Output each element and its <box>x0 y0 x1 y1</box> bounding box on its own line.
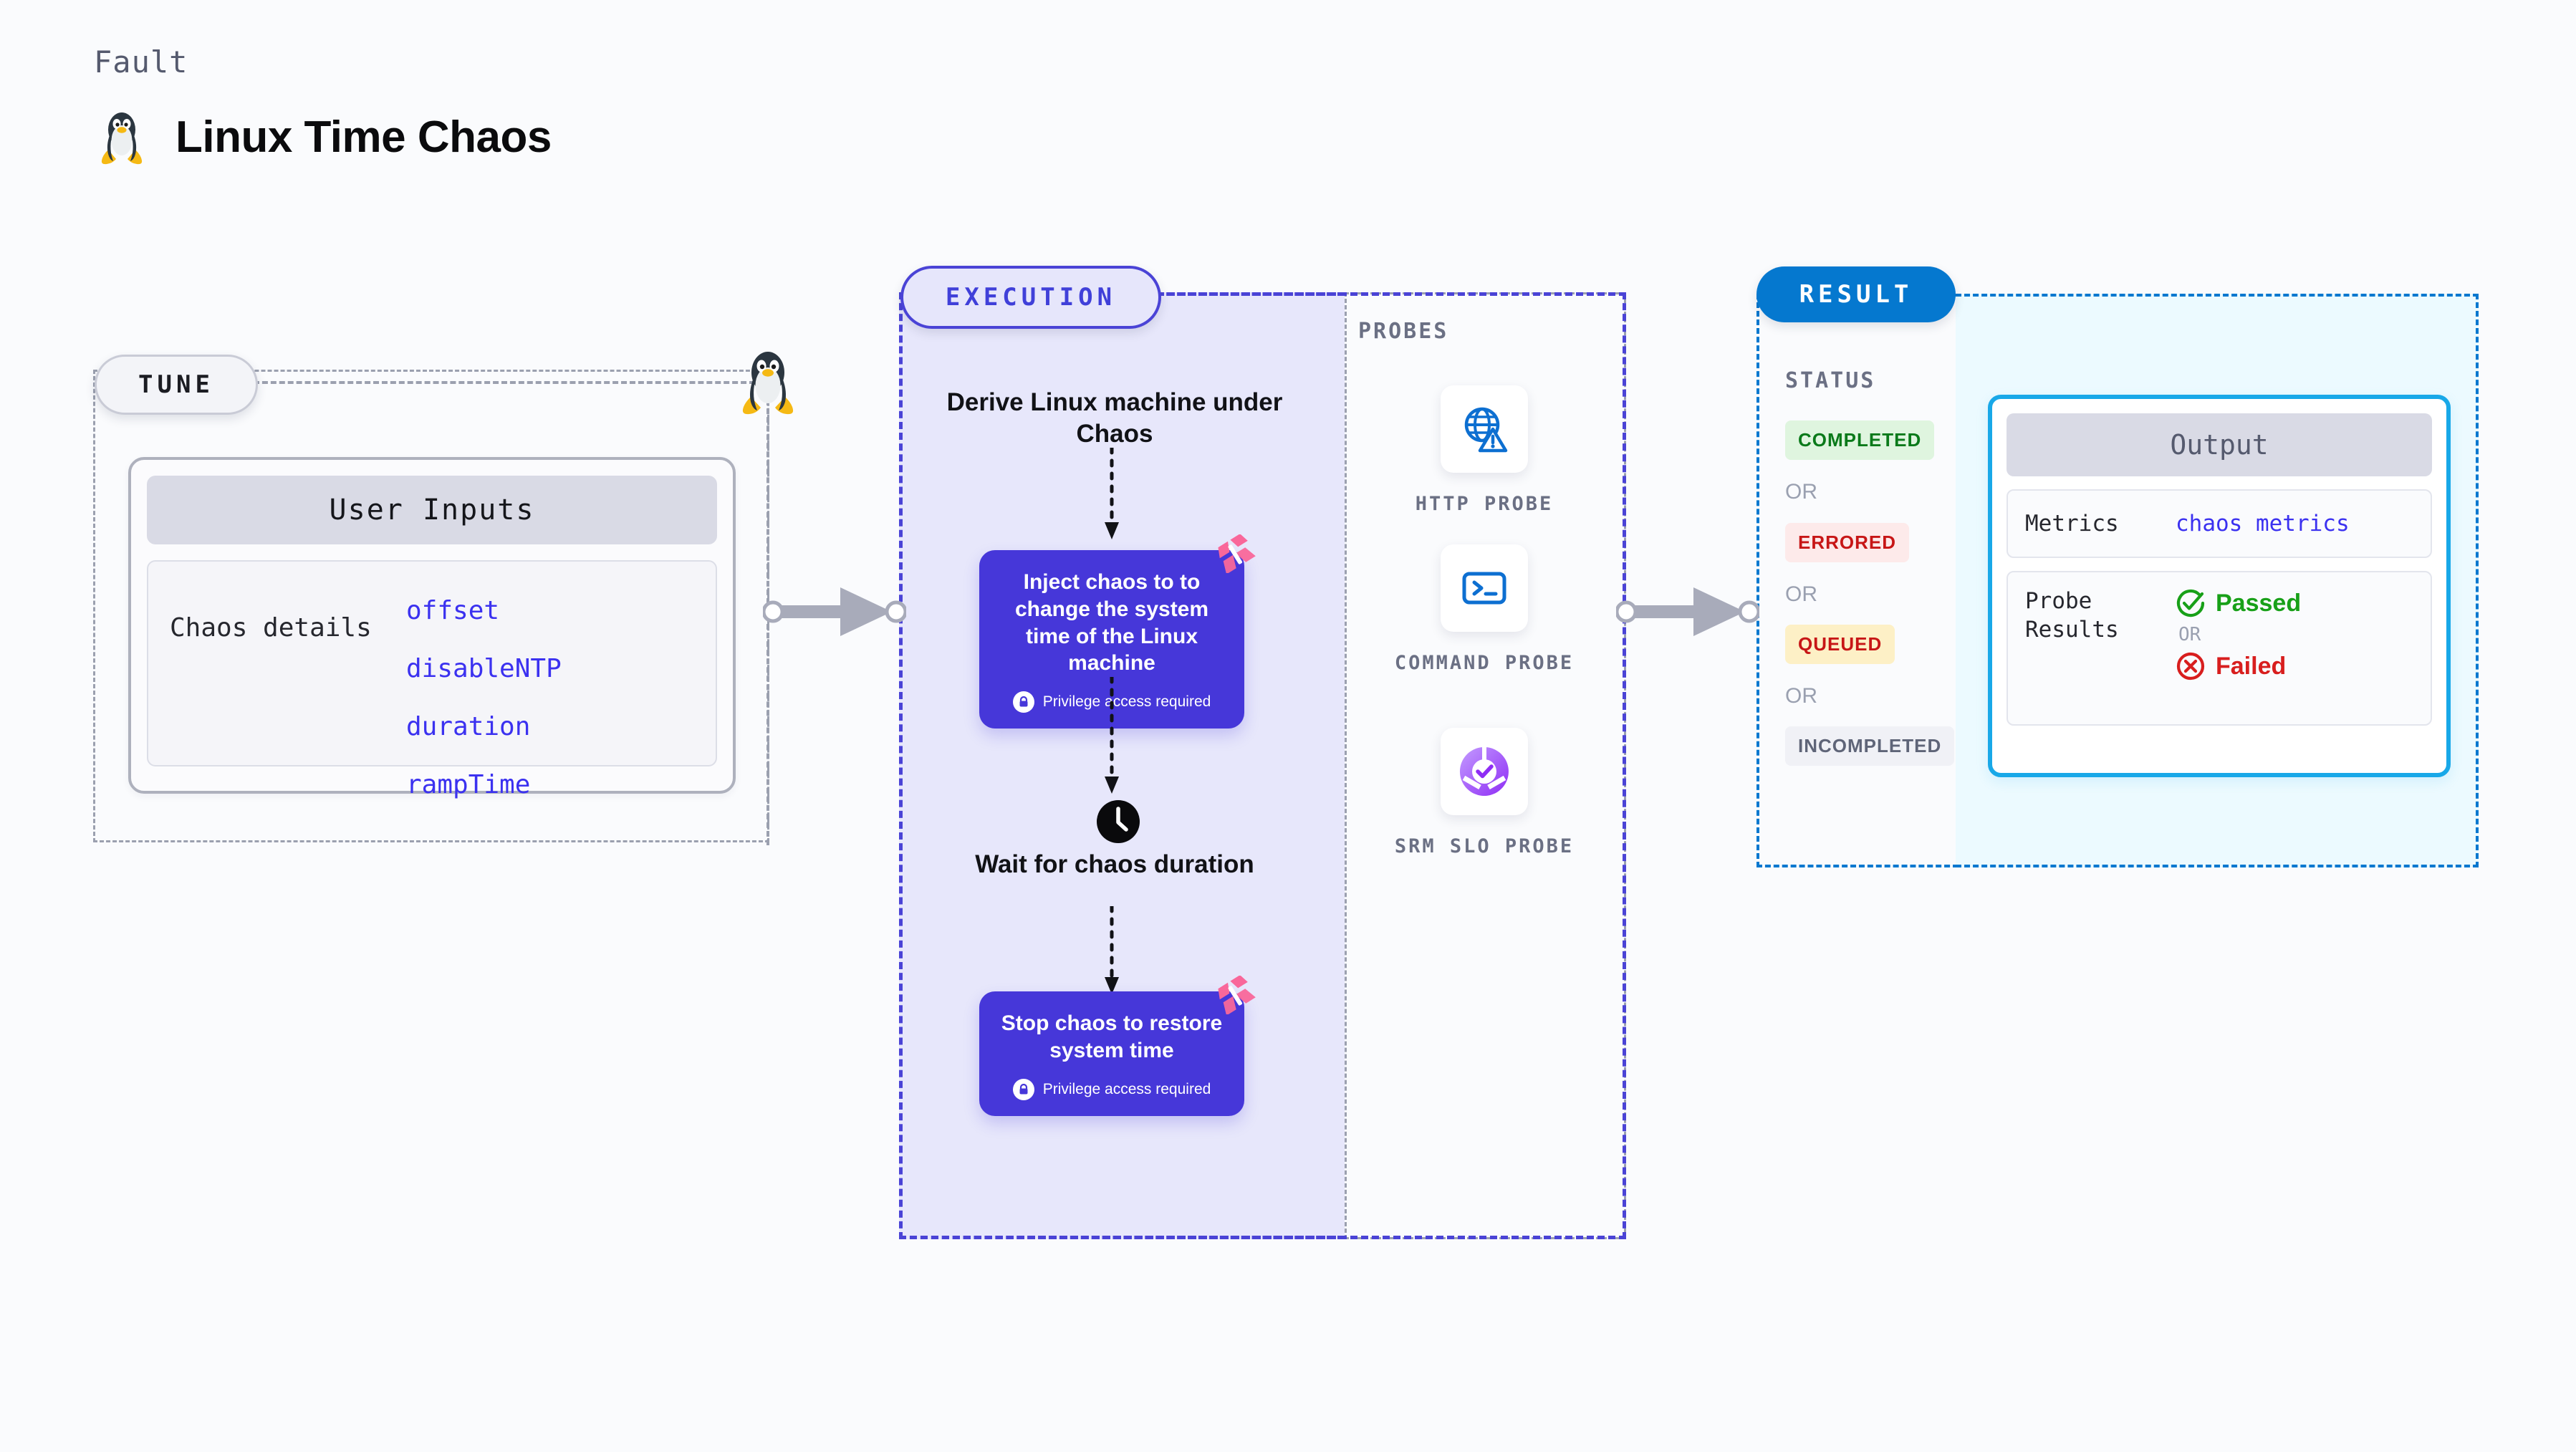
harness-logo-icon <box>1218 534 1256 573</box>
tune-pill-label[interactable]: TUNE <box>95 355 258 415</box>
result-status-panel <box>1756 294 1959 867</box>
probe-http[interactable]: HTTP PROBE <box>1391 385 1577 517</box>
probe-results-values: Passed OR Failed <box>2176 587 2301 681</box>
linux-penguin-icon <box>742 352 794 415</box>
page-title: Linux Time Chaos <box>176 112 552 162</box>
privilege-note: Privilege access required <box>996 691 1227 713</box>
chaos-block-stop-text: Stop chaos to restore system time <box>1001 1011 1223 1062</box>
status-or-separator: OR <box>1785 480 1817 504</box>
user-inputs-card: User Inputs Chaos details offset disable… <box>128 457 736 799</box>
connector-arrow-execution-to-result <box>1616 587 1759 636</box>
chaos-detail-disablentp: disableNTP <box>406 654 562 683</box>
user-inputs-title: User Inputs <box>147 476 717 544</box>
chaos-detail-duration: duration <box>406 712 531 741</box>
probe-srm-slo-label: SRM SLO PROBE <box>1394 835 1575 857</box>
probe-result-passed-label: Passed <box>2216 589 2302 617</box>
chaos-details-values: offset disableNTP duration rampTime <box>406 580 562 799</box>
tune-connector-horizontal <box>254 381 755 384</box>
check-circle-icon <box>2176 589 2205 617</box>
status-badge-errored: ERRORED <box>1785 523 1910 562</box>
probes-section-label: PROBES <box>1358 319 1449 344</box>
status-section-label: STATUS <box>1785 368 1876 393</box>
page-header: Fault Linux Time Chaos <box>94 44 552 165</box>
title-row: Linux Time Chaos <box>98 108 552 165</box>
status-or-separator: OR <box>1785 582 1817 606</box>
flow-arrow-down <box>1105 448 1119 539</box>
probe-command-label: COMMAND PROBE <box>1394 652 1575 674</box>
probe-result-failed: Failed <box>2176 651 2301 681</box>
slo-donut-check-icon <box>1441 728 1528 815</box>
chaos-block-inject[interactable]: Inject chaos to to change the system tim… <box>979 534 1256 729</box>
chaos-block-inject-text: Inject chaos to to change the system tim… <box>1014 570 1209 675</box>
privilege-note: Privilege access required <box>996 1078 1227 1100</box>
flow-arrow-down <box>1105 906 1119 994</box>
lock-icon <box>1012 1078 1034 1100</box>
probe-srm-slo[interactable]: SRM SLO PROBE <box>1391 728 1577 860</box>
flow-step-wait-title: Wait for chaos duration <box>975 850 1254 878</box>
chaos-detail-ramptime: rampTime <box>406 770 531 799</box>
status-badge-incompleted: INCOMPLETED <box>1785 726 1955 766</box>
harness-logo-icon <box>1218 976 1256 1014</box>
probe-result-or-separator: OR <box>2178 624 2201 645</box>
metrics-value: chaos metrics <box>2176 511 2350 537</box>
lock-icon <box>1012 691 1034 713</box>
output-metrics-row: Metrics chaos metrics <box>2007 489 2432 558</box>
privilege-text: Privilege access required <box>1042 1080 1211 1097</box>
status-or-separator: OR <box>1785 684 1817 708</box>
status-badge-queued: QUEUED <box>1785 625 1895 664</box>
globe-warning-icon <box>1441 385 1528 473</box>
privilege-text: Privilege access required <box>1042 693 1211 711</box>
terminal-prompt-icon <box>1441 544 1528 632</box>
clock-icon <box>1097 800 1140 843</box>
chaos-block-stop[interactable]: Stop chaos to restore system time Privil… <box>979 976 1256 1116</box>
x-circle-icon <box>2176 652 2205 681</box>
linux-penguin-icon <box>101 112 143 165</box>
output-card: Output Metrics chaos metrics Probe Resul… <box>1988 395 2451 777</box>
output-title: Output <box>2007 413 2432 476</box>
chaos-details-box: Chaos details offset disableNTP duration… <box>147 560 717 799</box>
chaos-details-label: Chaos details <box>170 613 372 643</box>
connector-arrow-tune-to-execution <box>763 587 906 636</box>
eyebrow-label: Fault <box>94 44 188 80</box>
status-badge-completed: COMPLETED <box>1785 420 1935 460</box>
flow-arrow-down <box>1105 677 1119 794</box>
probe-http-label: HTTP PROBE <box>1415 493 1554 515</box>
probe-result-passed: Passed <box>2176 588 2301 618</box>
result-pill-label[interactable]: RESULT <box>1756 266 1956 322</box>
execution-pill-label[interactable]: EXECUTION <box>900 266 1161 329</box>
probe-results-label: Probe Results <box>2025 588 2119 643</box>
chaos-detail-offset: offset <box>406 596 500 625</box>
flow-step-derive-title: Derive Linux machine under Chaos <box>946 388 1283 448</box>
probe-result-failed-label: Failed <box>2216 652 2287 680</box>
output-probe-results-row: Probe Results Passed OR Failed <box>2007 571 2432 726</box>
metrics-label: Metrics <box>2025 510 2119 537</box>
probe-command[interactable]: COMMAND PROBE <box>1391 544 1577 676</box>
